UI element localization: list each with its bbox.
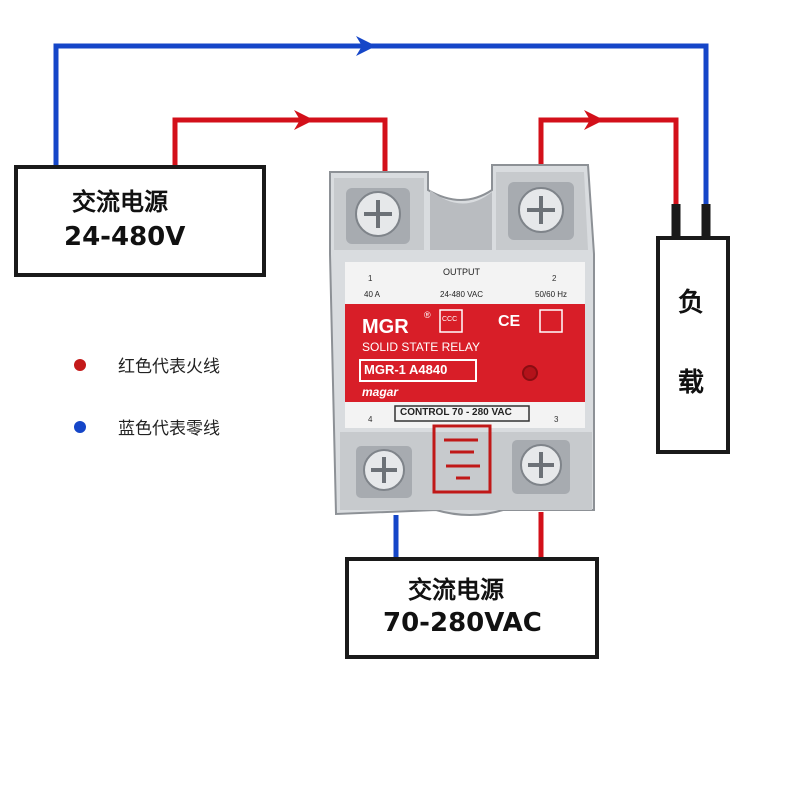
legend-live-text: 红色代表火线	[118, 357, 220, 377]
relay-output-voltage: 24-480 VAC	[440, 290, 483, 299]
legend-neutral: 蓝色代表零线	[74, 414, 220, 439]
legend-live: 红色代表火线	[74, 352, 220, 377]
relay-control-rating: CONTROL 70 - 280 VAC	[400, 407, 512, 418]
relay-registered-mark: ®	[424, 310, 431, 320]
live-wire-source-to-relay	[172, 117, 388, 178]
neutral-wire-arrow-icon	[356, 36, 376, 56]
load-power-source-box	[14, 165, 266, 277]
screw-terminal-1-icon	[346, 188, 410, 244]
relay-terminal-3-label: 3	[554, 415, 559, 424]
seal-stamp-icon	[432, 424, 492, 494]
relay-terminal-4-label: 4	[368, 415, 373, 424]
load-label-char-2: 载	[678, 368, 705, 398]
screw-terminal-4-icon	[356, 446, 412, 498]
relay-model: MGR-1 A4840	[364, 362, 448, 377]
red-dot-icon	[74, 358, 86, 371]
relay-ccc-mark: CCC	[442, 316, 458, 323]
blue-dot-icon	[74, 420, 86, 433]
control-power-source-box	[345, 557, 599, 659]
relay-frequency: 50/60 Hz	[535, 290, 568, 299]
load-source-title: 交流电源	[72, 188, 168, 216]
load-label-char-1: 负	[678, 288, 705, 318]
control-source-title: 交流电源	[408, 576, 504, 604]
relay-output-label: OUTPUT	[443, 267, 480, 277]
relay-maker: magar	[362, 385, 399, 399]
relay-terminal-1-label: 1	[368, 274, 373, 283]
indicator-led-icon	[522, 365, 538, 381]
legend-neutral-text: 蓝色代表零线	[118, 419, 220, 439]
relay-brand: MGR	[362, 316, 409, 338]
live-wire-arrow-icon-2	[584, 110, 604, 130]
relay-ce-mark: CE	[498, 313, 521, 330]
solid-state-relay	[329, 164, 595, 516]
live-wire-relay-to-load	[538, 117, 679, 208]
relay-product-name: SOLID STATE RELAY	[362, 340, 481, 354]
relay-current-rating: 40 A	[364, 290, 381, 299]
screw-terminal-3-icon	[512, 440, 570, 494]
screw-terminal-2-icon	[508, 182, 574, 240]
load-source-voltage: 24-480V	[64, 222, 186, 252]
load-box	[656, 236, 730, 454]
live-wire-arrow-icon	[294, 110, 314, 130]
relay-terminal-2-label: 2	[552, 274, 557, 283]
neutral-wire-top	[53, 43, 709, 208]
control-source-voltage: 70-280VAC	[383, 608, 542, 638]
